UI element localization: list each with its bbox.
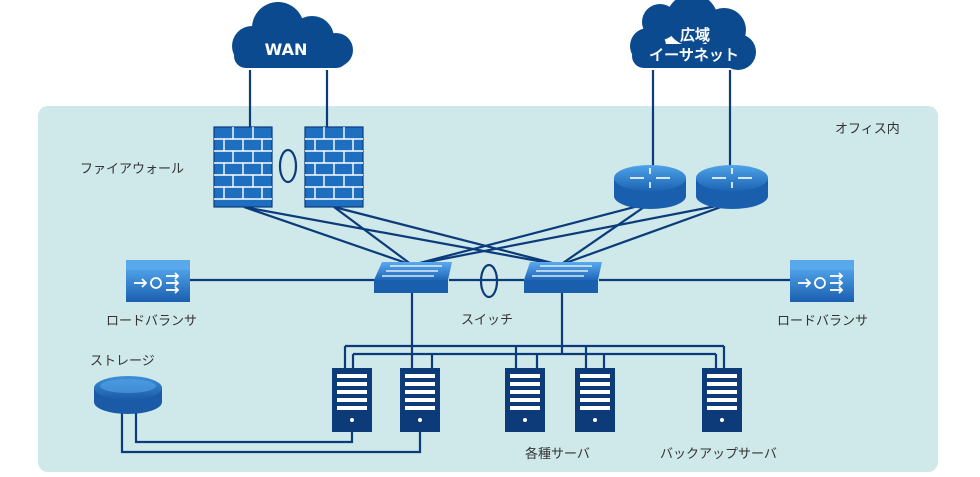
firewall-label: ファイアウォール: [80, 162, 185, 177]
ethernet-label-line1: 広域: [679, 26, 710, 44]
ethernet-label-line2: イーサネット: [649, 46, 739, 64]
switch-label: スイッチ: [461, 313, 514, 328]
router-icon: [614, 165, 686, 209]
router-icon: [696, 165, 768, 209]
load-balancer-icon: [790, 260, 854, 302]
backup-server-label: バックアップサーバ: [660, 447, 777, 462]
firewall-icon: [213, 126, 273, 208]
load-balancer-left-label: ロードバランサ: [106, 314, 198, 329]
office-label: オフィス内: [835, 122, 900, 137]
ethernet-cloud: [630, 0, 756, 70]
server-icon: [505, 368, 545, 432]
backup-server-icon: [702, 368, 742, 432]
server-icon: [575, 368, 615, 432]
servers-label: 各種サーバ: [525, 447, 590, 462]
wan-cloud: [232, 2, 353, 68]
load-balancer-icon: [126, 260, 190, 302]
storage-label: ストレージ: [90, 354, 155, 369]
connection-lines: [120, 70, 790, 454]
firewall-link-ring: [278, 148, 298, 184]
firewall-icon: [304, 126, 364, 208]
storage-icon: [94, 376, 162, 414]
switch-icon: [524, 262, 602, 293]
server-icon: [400, 368, 440, 432]
server-icon: [332, 368, 372, 432]
switch-icon: [374, 262, 452, 293]
wan-label: WAN: [264, 40, 308, 59]
load-balancer-right-label: ロードバランサ: [777, 314, 869, 329]
switch-link-ring: [479, 263, 499, 299]
